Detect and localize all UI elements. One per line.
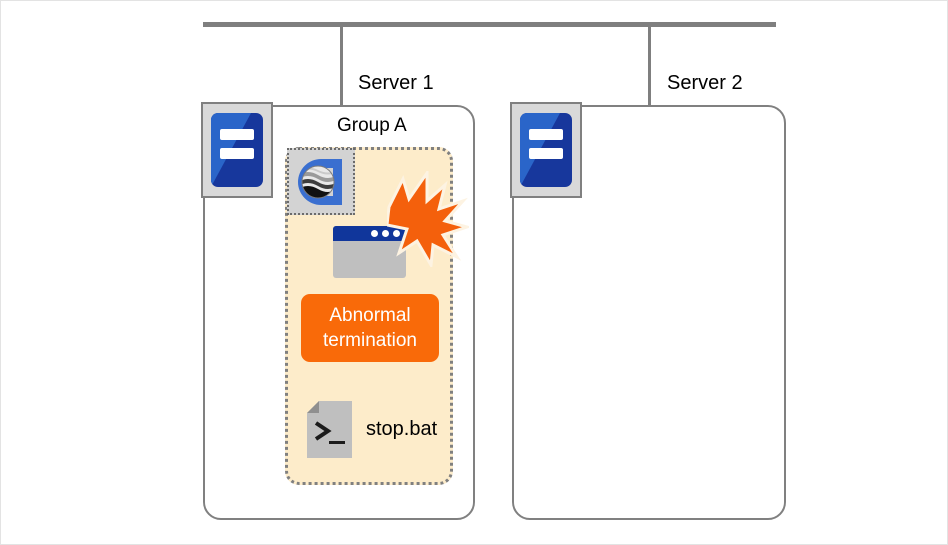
explosion-burst-icon [385,168,473,270]
window-titlebar [333,226,406,241]
network-drop-line-server-2 [648,25,651,105]
network-bus-line [203,22,776,27]
server-1-panel [203,105,475,520]
server-2-machine-icon [510,102,582,198]
bat-file-glyph [307,401,352,458]
server-chassis-shape [520,113,572,187]
server-1-label: Server 1 [358,72,434,94]
abnormal-termination-status-badge: Abnormal termination [301,294,439,362]
window-button-icon [393,230,400,237]
stop-bat-row: stop.bat [307,401,437,458]
network-drop-line-server-1 [340,25,343,105]
stop-bat-filename-label: stop.bat [366,418,438,440]
bat-script-file-icon [307,401,352,458]
server-chassis-shape [211,113,263,187]
server-slot-icon [220,129,254,140]
globe-logo-icon [287,148,355,215]
application-window-icon [333,226,406,278]
server-2-panel [512,105,786,520]
server-slot-icon [529,129,563,140]
window-button-icon [382,230,389,237]
burst-glyph [385,168,473,270]
group-a-label: Group A [337,115,407,136]
window-button-icon [371,230,378,237]
server-2-label: Server 2 [667,72,743,94]
server-slot-icon [220,148,254,159]
server-1-machine-icon [201,102,273,198]
server-slot-icon [529,148,563,159]
globe-logo-glyph [298,158,342,205]
